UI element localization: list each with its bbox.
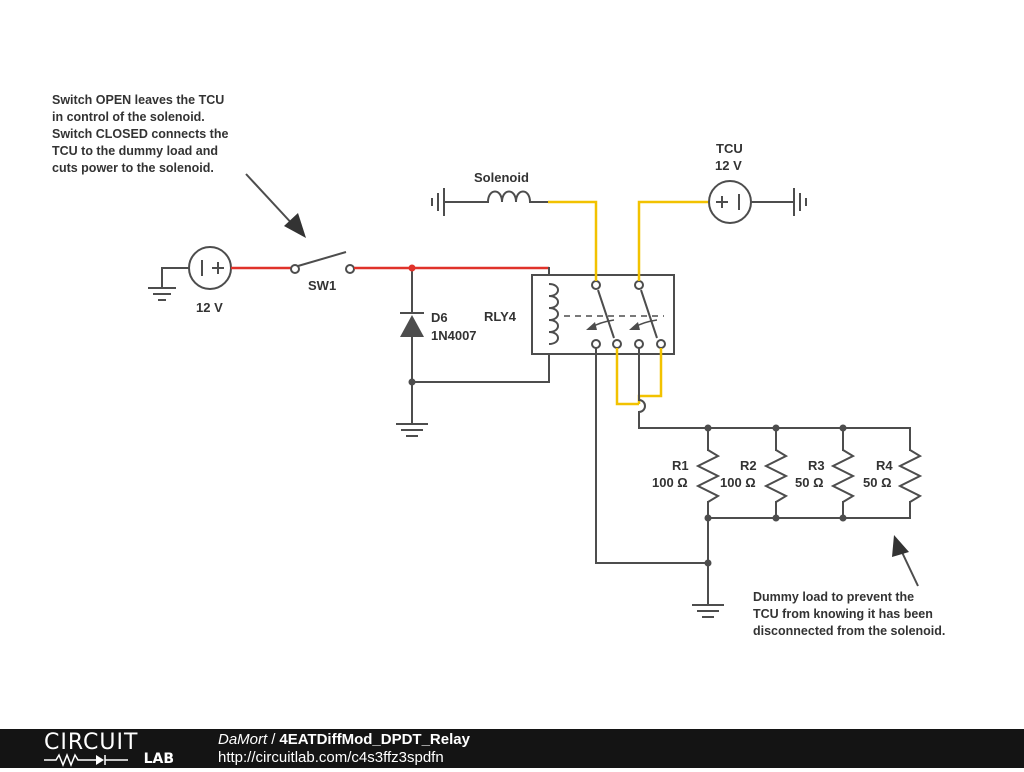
resistor-bank: R1 100 Ω R2 100 Ω R3 50 Ω R4 50 Ω — [652, 424, 923, 522]
tcu-value: 12 V — [715, 158, 742, 173]
r1-value: 100 Ω — [652, 475, 688, 490]
ground-symbol — [750, 188, 807, 216]
source-12v-value: 12 V — [196, 300, 223, 315]
solenoid-inductor: Solenoid — [474, 170, 548, 203]
footer-bar: CIRCUIT LAB DaMort/4EATDiffMod_DPDT_Rela… — [0, 729, 1024, 768]
voltage-source-12v: 12 V — [188, 246, 232, 315]
logo-bottom-row: LAB — [44, 751, 174, 768]
r4-label: R4 — [876, 458, 893, 473]
resistor-r1: R1 100 Ω — [652, 424, 721, 522]
r3-label: R3 — [808, 458, 825, 473]
dummy-note-arrow — [892, 535, 919, 587]
project-title: DaMort/4EATDiffMod_DPDT_Relay — [218, 731, 470, 749]
wire-relay-crossover — [615, 348, 639, 406]
dummy-note-line: TCU from knowing it has been — [753, 607, 933, 621]
switch-sw1: SW1 — [290, 251, 355, 293]
project-url[interactable]: http://circuitlab.com/c4s3ffz3spdfn — [218, 749, 444, 766]
circuit-schematic: Switch OPEN leaves the TCU in control of… — [52, 93, 945, 638]
tcu-label: TCU — [716, 141, 743, 156]
ground-symbol — [396, 381, 428, 437]
ground-symbol — [148, 267, 189, 301]
title-separator: / — [271, 731, 276, 748]
switch-note-line: Switch CLOSED connects the — [52, 127, 228, 141]
diode-d6: D6 1N4007 — [400, 264, 477, 383]
switch-note-line: Switch OPEN leaves the TCU — [52, 93, 224, 107]
relay-rly4: RLY4 — [484, 274, 675, 355]
author-name[interactable]: DaMort — [218, 731, 268, 748]
rly4-label: RLY4 — [484, 309, 517, 324]
dummy-note: Dummy load to prevent the TCU from knowi… — [753, 590, 945, 638]
r2-label: R2 — [740, 458, 757, 473]
d6-label: D6 — [431, 310, 448, 325]
logo-lab-text: LAB — [143, 751, 174, 767]
dummy-note-line: disconnected from the solenoid. — [753, 624, 945, 638]
switch-note-arrow — [245, 173, 306, 238]
switch-note-line: cuts power to the solenoid. — [52, 161, 214, 175]
ground-symbol — [431, 188, 475, 216]
circuitlab-logo[interactable]: CIRCUIT LAB — [44, 730, 174, 768]
wire-load-top — [638, 347, 911, 429]
r1-label: R1 — [672, 458, 689, 473]
resistor-r3: R3 50 Ω — [795, 424, 856, 522]
solenoid-label: Solenoid — [474, 170, 529, 185]
d6-part: 1N4007 — [431, 328, 477, 343]
logo-circuit-text: CIRCUIT — [44, 730, 139, 755]
switch-note: Switch OPEN leaves the TCU in control of… — [52, 93, 228, 175]
ground-symbol — [692, 604, 724, 618]
voltage-source-tcu: TCU 12 V — [708, 141, 752, 224]
project-name[interactable]: 4EATDiffMod_DPDT_Relay — [279, 731, 470, 748]
resistor-diode-icon — [44, 752, 128, 768]
switch-note-line: TCU to the dummy load and — [52, 144, 218, 158]
junction-dot — [704, 559, 712, 567]
wire-tcu-relay — [637, 200, 708, 281]
dummy-note-line: Dummy load to prevent the — [753, 590, 914, 604]
wire-relay-out — [646, 348, 663, 398]
wire-relay-ground — [595, 347, 709, 564]
resistor-r4: R4 50 Ω — [863, 449, 923, 519]
resistor-r2: R2 100 Ω — [720, 424, 789, 522]
r3-value: 50 Ω — [795, 475, 824, 490]
r2-value: 100 Ω — [720, 475, 756, 490]
switch-note-line: in control of the solenoid. — [52, 110, 205, 124]
wire-solenoid-relay — [548, 200, 598, 281]
sw1-label: SW1 — [308, 278, 336, 293]
r4-value: 50 Ω — [863, 475, 892, 490]
